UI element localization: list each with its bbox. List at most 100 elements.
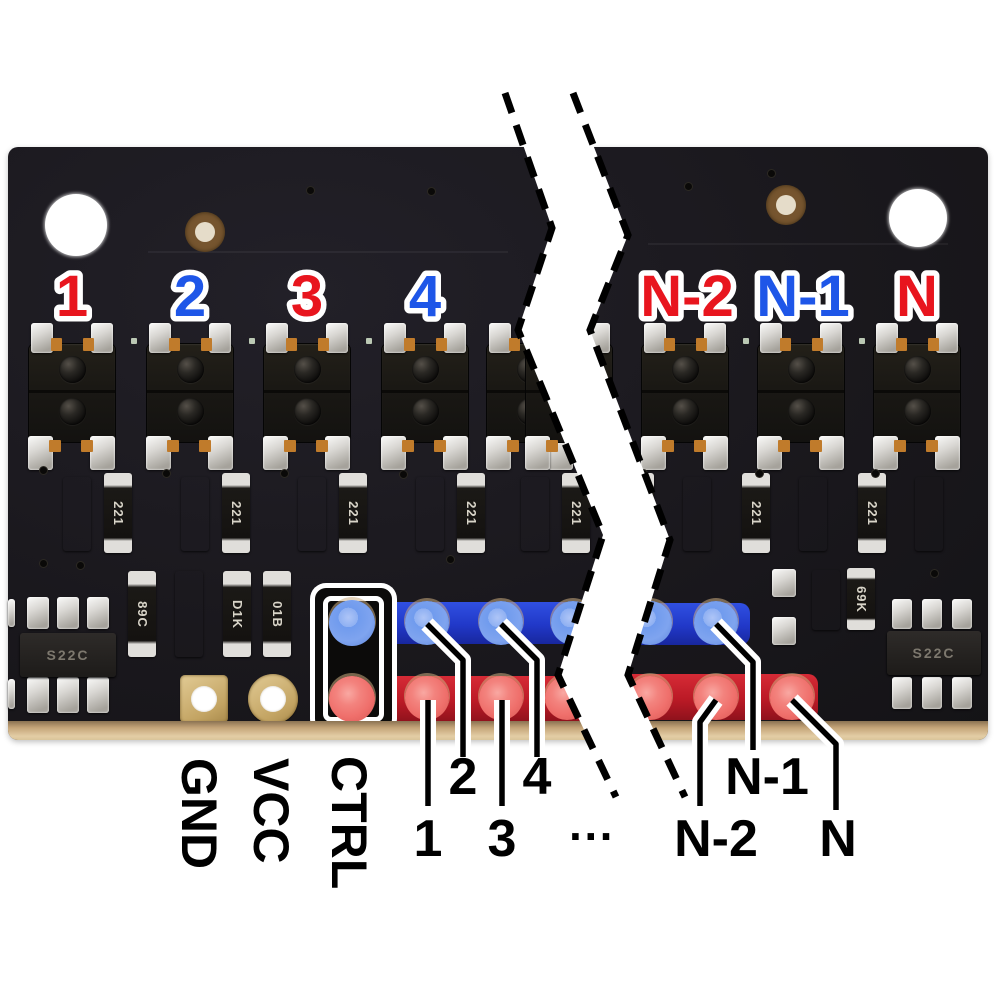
sensor-pad <box>760 323 782 353</box>
sensor-emitter-lens <box>59 356 86 383</box>
sensor-label-1: 1 <box>56 264 88 329</box>
sensor-pad <box>935 436 960 470</box>
sensor-emitter-lens <box>788 356 815 383</box>
indicator-dot <box>743 338 749 344</box>
smd-resistor: 01B <box>263 571 291 657</box>
sot-lead <box>57 597 79 629</box>
sot-lead <box>952 677 972 709</box>
alignment-hole-left <box>185 212 225 252</box>
pin-label-gnd: GND <box>171 758 227 869</box>
sensor-package-seam <box>642 390 728 393</box>
sot-lead <box>922 677 942 709</box>
sensor-detector-lens <box>672 398 699 425</box>
reflectance-sensor-module <box>382 344 468 442</box>
via-dot <box>768 170 775 177</box>
smd-resistor: 69K <box>847 568 875 630</box>
via-dot <box>447 556 454 563</box>
sensor-pad <box>209 323 231 353</box>
sensor-pad <box>146 436 171 470</box>
sensor-pad <box>525 436 550 470</box>
reflectance-sensor-module <box>758 344 844 442</box>
sensor-pad <box>444 323 466 353</box>
sensor-pad <box>757 436 782 470</box>
copper-stub <box>546 440 558 452</box>
pin-labels: GND VCC CTRL 1 2 3 4 ··· N-2 N-1 N <box>171 748 857 889</box>
sensor-number-labels: 1 2 3 4 N-2 N-1 N <box>50 259 943 335</box>
sensor-label-n: N <box>896 264 938 329</box>
leader-pin-n <box>790 698 839 810</box>
ic-marking: S22C <box>912 645 956 661</box>
indicator-dot <box>131 338 137 344</box>
copper-stub <box>318 338 329 351</box>
copper-stub <box>810 440 822 452</box>
copper-stub <box>894 440 906 452</box>
sot-lead <box>57 677 79 713</box>
edge-pad <box>8 679 15 709</box>
copper-stub <box>509 338 520 351</box>
sensor-pad <box>325 436 350 470</box>
sensor-pad <box>644 323 666 353</box>
smd-resistor-221: 221 <box>222 473 250 553</box>
sot-lead <box>892 677 912 709</box>
sot-lead <box>87 677 109 713</box>
copper-stub <box>167 440 179 452</box>
edge-pad <box>8 599 15 627</box>
sot23-ic-right: S22C <box>887 631 981 675</box>
sensor-pad <box>31 323 53 353</box>
sensor-pad <box>873 436 898 470</box>
sensor-pad <box>90 436 115 470</box>
sensor-label-n2: N-2 <box>640 264 733 329</box>
ic-marking: S22C <box>46 647 90 663</box>
smd-resistor: 89C <box>128 571 156 657</box>
mounting-hole-left <box>45 194 107 256</box>
pin-label-2: 2 <box>449 748 478 806</box>
copper-stub <box>49 440 61 452</box>
sensor-pad <box>704 323 726 353</box>
pin-label-ellipsis: ··· <box>569 810 615 862</box>
break-line-left <box>501 91 620 799</box>
smd-pad <box>772 569 796 597</box>
copper-stub <box>51 338 62 351</box>
sot-lead <box>922 599 942 629</box>
leader-pin-2 <box>425 622 466 757</box>
reflectance-sensor-module <box>29 344 115 442</box>
copper-stub <box>169 338 180 351</box>
sot-lead <box>952 599 972 629</box>
pin-label-vcc: VCC <box>243 758 299 864</box>
via-dot <box>931 570 938 577</box>
pin-leader-lines <box>420 618 844 810</box>
sensor-package-seam <box>29 390 115 393</box>
sensor-pad <box>91 323 113 353</box>
sensor-package-seam <box>382 390 468 393</box>
copper-stub <box>812 338 823 351</box>
leader-pin-n2 <box>697 698 719 806</box>
smd-resistor-221: 221 <box>457 473 485 553</box>
alignment-hole-center <box>776 195 796 215</box>
via-dot <box>77 562 84 569</box>
indicator-dot <box>366 338 372 344</box>
reflectance-sensor-module <box>642 344 728 442</box>
pin-label-3: 3 <box>488 810 517 868</box>
via-dot <box>281 470 288 477</box>
sensor-detector-lens <box>59 398 86 425</box>
sensor-pad <box>489 323 511 353</box>
sensor-pad <box>149 323 171 353</box>
copper-stub <box>316 440 328 452</box>
copper-stub <box>201 338 212 351</box>
sensor-detector-lens <box>904 398 931 425</box>
sensor-pad <box>641 436 666 470</box>
sensor-package-seam <box>147 390 233 393</box>
reflectance-sensor-module <box>874 344 960 442</box>
sensor-pad <box>263 436 288 470</box>
pin-label-n2: N-2 <box>674 810 758 868</box>
via-dot <box>756 470 763 477</box>
copper-stub <box>286 338 297 351</box>
sensor-pad <box>266 323 288 353</box>
reflectance-sensor-module <box>147 344 233 442</box>
ctrl-pin-blue <box>329 600 375 646</box>
sot23-ic-left: S22C <box>20 633 116 677</box>
copper-stub <box>778 440 790 452</box>
smd-resistor-221: 221 <box>858 473 886 553</box>
sensor-pad <box>819 436 844 470</box>
